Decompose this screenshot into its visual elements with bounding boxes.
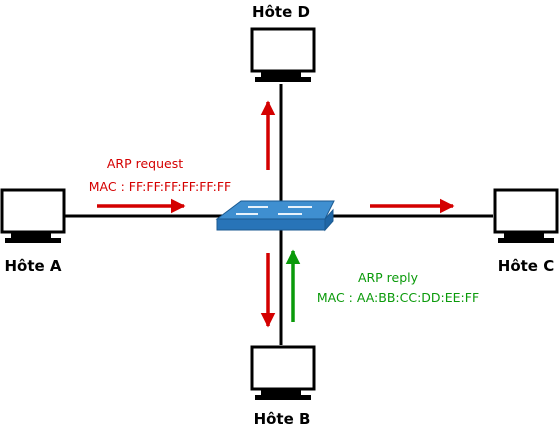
host-d-computer bbox=[250, 27, 316, 82]
arp-reply-title: ARP reply bbox=[358, 270, 419, 285]
host-b-computer bbox=[250, 345, 316, 400]
host-c-computer bbox=[493, 188, 559, 243]
arp-reply-mac: MAC : AA:BB:CC:DD:EE:FF bbox=[317, 290, 479, 305]
computer-monitor-icon bbox=[493, 188, 559, 243]
computer-monitor-icon bbox=[0, 188, 66, 243]
host-a-computer bbox=[0, 188, 66, 243]
host-d-label: Hôte D bbox=[252, 3, 310, 21]
computer-monitor-icon bbox=[250, 27, 316, 82]
network-switch-icon bbox=[215, 200, 335, 232]
host-b-label: Hôte B bbox=[254, 410, 311, 428]
arp-request-mac: MAC : FF:FF:FF:FF:FF:FF bbox=[89, 179, 232, 194]
arp-request-title: ARP request bbox=[107, 156, 183, 171]
connections bbox=[64, 84, 493, 345]
arp-request-arrows bbox=[97, 100, 455, 328]
computer-monitor-icon bbox=[250, 345, 316, 400]
host-c-label: Hôte C bbox=[498, 257, 554, 275]
host-a-label: Hôte A bbox=[4, 257, 61, 275]
